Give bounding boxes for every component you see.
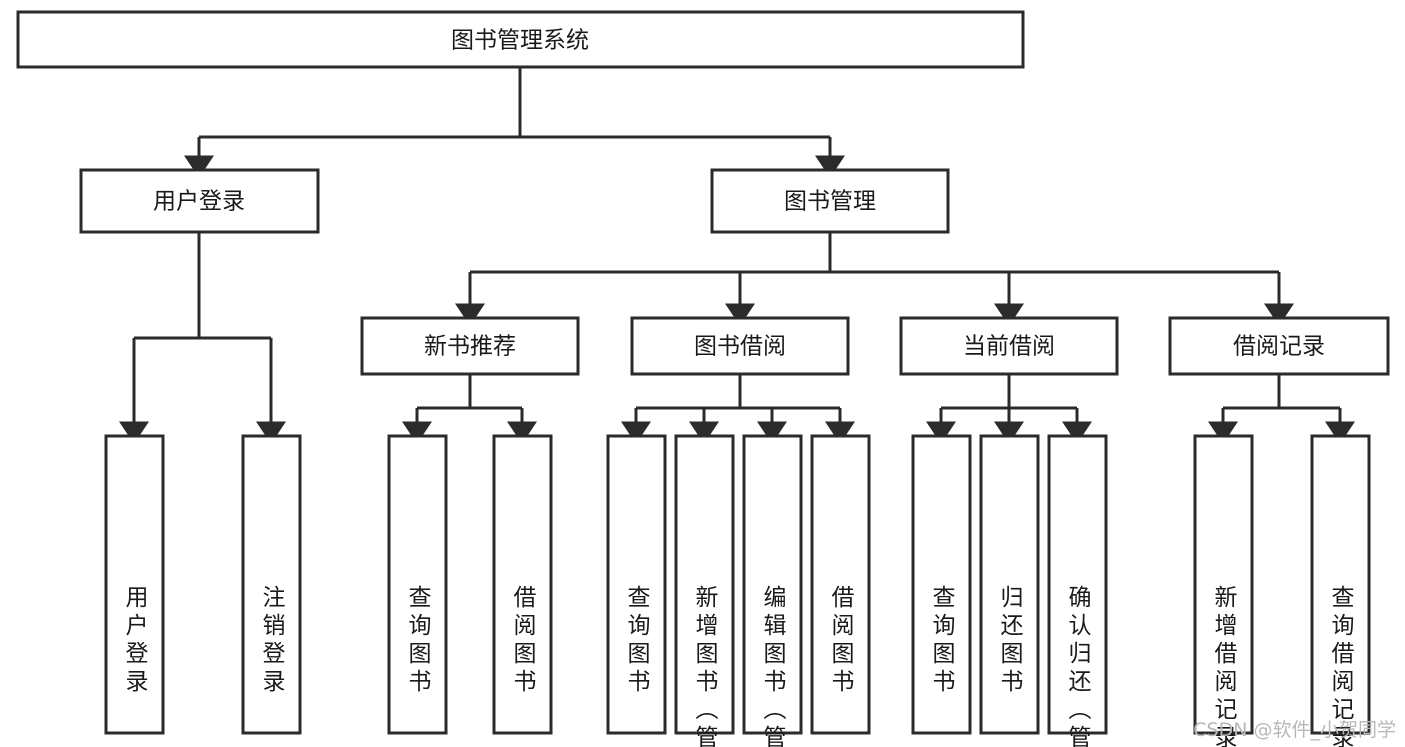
leaf-confirm-return-label: 确认归还（管理员） — [1064, 585, 1092, 747]
leaf-borrow-book-2-box[interactable] — [810, 434, 871, 735]
connector-group-user-login — [119, 232, 286, 444]
leaf-edit-book-label: 编辑图书（管理员） — [759, 585, 787, 747]
leaf-add-book-label: 新增图书（管理员） — [691, 585, 719, 747]
node-user-login-label: 用户登录 — [153, 189, 245, 215]
node-user-login[interactable]: 用户登录 — [79, 168, 320, 234]
leaf-query-book-2[interactable]: 查询图书 — [606, 434, 667, 735]
leaf-return-book-label: 归还图书 — [996, 585, 1024, 697]
leaf-add-record-label: 新增借阅记录 — [1210, 585, 1238, 747]
connector-group-root — [184, 67, 845, 178]
node-book-borrow-box[interactable] — [630, 316, 850, 376]
leaf-borrow-book-1[interactable]: 借阅图书 — [492, 434, 553, 735]
connector-group-borrow-record — [1208, 374, 1355, 444]
connector-group-current-borrow — [926, 374, 1092, 444]
node-new-book-recommend-label: 新书推荐 — [424, 334, 516, 360]
watermark-text: CSDN @软件_小贺同学 — [1193, 719, 1396, 741]
leaf-confirm-return[interactable]: 确认归还（管理员） — [1047, 434, 1108, 747]
leaf-query-record[interactable]: 查询借阅记录 — [1310, 434, 1371, 747]
leaf-add-book-box[interactable] — [674, 434, 735, 735]
node-book-management[interactable]: 图书管理 — [710, 168, 950, 234]
leaf-user-logout[interactable]: 注销登录 — [241, 434, 302, 735]
connector-group-book-borrow — [621, 374, 855, 444]
leaf-query-book-3-label: 查询图书 — [928, 585, 956, 697]
leaf-borrow-book-2-label: 借阅图书 — [827, 585, 855, 697]
leaf-return-book[interactable]: 归还图书 — [979, 434, 1040, 735]
leaf-query-book-1-label: 查询图书 — [404, 585, 432, 697]
leaf-query-record-box[interactable] — [1310, 434, 1371, 735]
leaf-query-book-3[interactable]: 查询图书 — [911, 434, 972, 735]
leaf-user-login-label: 用户登录 — [121, 585, 149, 697]
node-borrow-record[interactable]: 借阅记录 — [1168, 316, 1390, 376]
node-new-book-recommend[interactable]: 新书推荐 — [360, 316, 580, 376]
leaf-user-login-box[interactable] — [104, 434, 165, 735]
node-borrow-record-box[interactable] — [1168, 316, 1390, 376]
node-book-borrow[interactable]: 图书借阅 — [630, 316, 850, 376]
leaf-confirm-return-box[interactable] — [1047, 434, 1108, 735]
connector-group-book-management — [455, 232, 1294, 326]
node-root-box[interactable] — [16, 10, 1025, 69]
leaf-add-record[interactable]: 新增借阅记录 — [1193, 434, 1254, 747]
leaf-borrow-book-1-label: 借阅图书 — [509, 585, 537, 697]
leaf-borrow-book-1-box[interactable] — [492, 434, 553, 735]
leaf-borrow-book-2[interactable]: 借阅图书 — [810, 434, 871, 735]
leaf-query-book-2-box[interactable] — [606, 434, 667, 735]
leaf-user-logout-box[interactable] — [241, 434, 302, 735]
node-current-borrow-box[interactable] — [899, 316, 1119, 376]
node-book-management-label: 图书管理 — [784, 189, 876, 215]
leaf-user-login[interactable]: 用户登录 — [104, 434, 165, 735]
node-root-label: 图书管理系统 — [451, 28, 589, 54]
leaf-query-book-1[interactable]: 查询图书 — [387, 434, 448, 735]
connector-group-new-book-recommend — [402, 374, 537, 444]
node-book-management-box[interactable] — [710, 168, 950, 234]
leaf-edit-book[interactable]: 编辑图书（管理员） — [742, 434, 803, 747]
node-current-borrow-label: 当前借阅 — [963, 334, 1055, 360]
node-root[interactable]: 图书管理系统 — [16, 10, 1025, 69]
leaf-add-record-box[interactable] — [1193, 434, 1254, 735]
node-new-book-recommend-box[interactable] — [360, 316, 580, 376]
leaf-query-book-1-box[interactable] — [387, 434, 448, 735]
node-book-borrow-label: 图书借阅 — [694, 334, 786, 360]
leaf-return-book-box[interactable] — [979, 434, 1040, 735]
leaf-user-logout-label: 注销登录 — [258, 585, 286, 697]
leaf-edit-book-box[interactable] — [742, 434, 803, 735]
node-current-borrow[interactable]: 当前借阅 — [899, 316, 1119, 376]
leaf-query-book-2-label: 查询图书 — [623, 585, 651, 697]
leaf-add-book[interactable]: 新增图书（管理员） — [674, 434, 735, 747]
node-user-login-box[interactable] — [79, 168, 320, 234]
leaf-query-book-3-box[interactable] — [911, 434, 972, 735]
leaf-query-record-label: 查询借阅记录 — [1327, 585, 1355, 747]
node-borrow-record-label: 借阅记录 — [1233, 334, 1325, 360]
